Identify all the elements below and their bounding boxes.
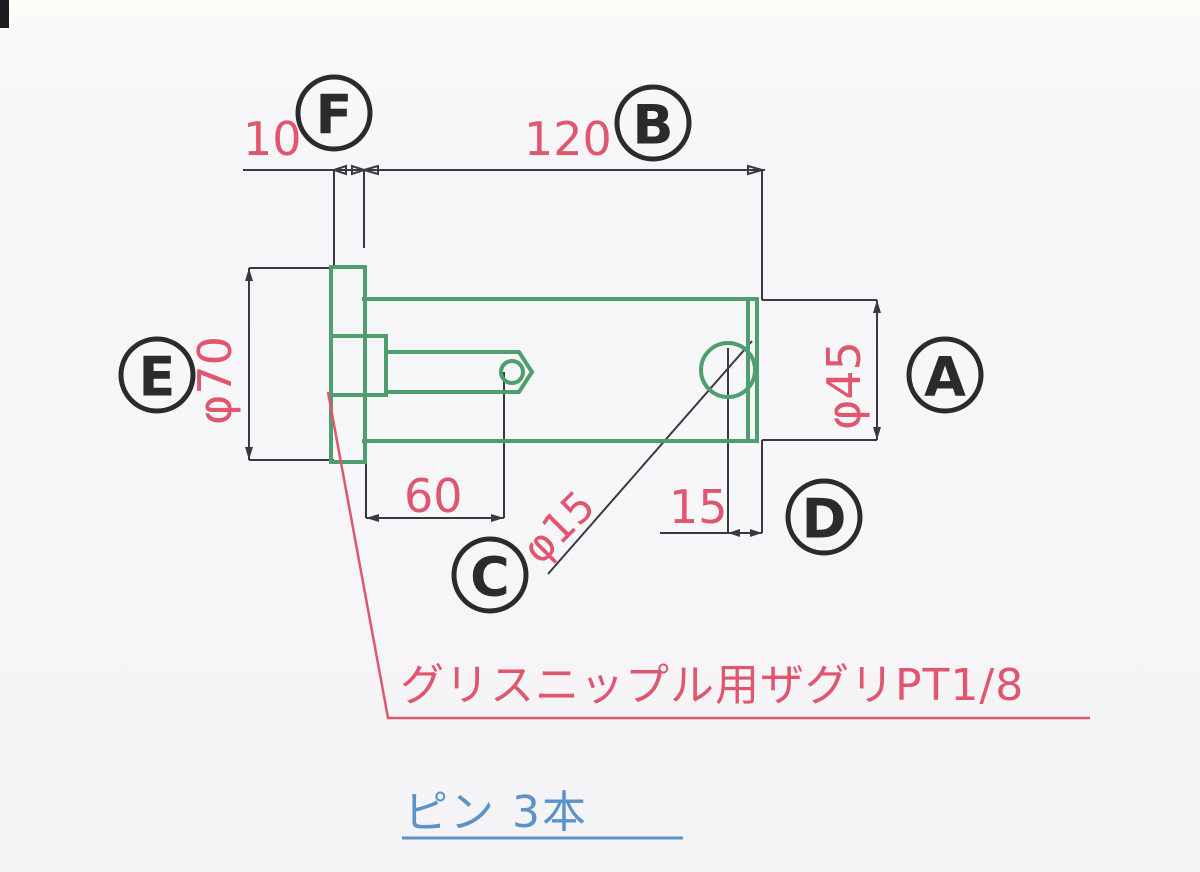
grease-channel-outline [384, 350, 535, 394]
balloon-c-circle [451, 536, 529, 614]
balloon-f[interactable]: F [295, 74, 373, 152]
arrow-phi45-bottom [873, 427, 881, 440]
cross-hole-circle [699, 341, 757, 399]
left-diameter-dimension-group [245, 267, 334, 461]
dim-value-phi70: φ70 [188, 336, 242, 425]
balloon-e-letter: E [139, 346, 176, 409]
balloon-f-letter: F [316, 84, 353, 147]
balloon-c[interactable]: C [451, 536, 529, 614]
pin-part-outline [329, 265, 759, 464]
balloon-a-circle [906, 336, 984, 414]
dim-value-phi45: φ45 [817, 341, 871, 430]
arrow-120-left [360, 164, 379, 176]
counterbore-note-text: グリスニップル用ザグリPT1/8 [400, 660, 1024, 711]
cross-hole-position-dimension-group [660, 348, 763, 537]
balloon-b-circle [614, 84, 692, 162]
balloon-a[interactable]: A [906, 336, 984, 414]
dim-value-10: 10 [243, 112, 302, 166]
dim-value-phi15: φ15 [512, 481, 604, 573]
arrow-15-left [728, 529, 740, 537]
dim-value-120: 120 [524, 112, 612, 166]
arrow-10-left [330, 164, 347, 176]
balloon-e[interactable]: E [118, 336, 196, 414]
arrow-10-right [351, 164, 368, 176]
shank-outline [362, 297, 759, 443]
balloon-e-circle [118, 336, 196, 414]
balloon-b-letter: B [632, 94, 673, 157]
balloon-b[interactable]: B [614, 84, 692, 162]
arrow-phi70-top [245, 268, 253, 281]
top-dimension-group [243, 164, 766, 300]
balloon-d-letter: D [802, 488, 847, 551]
arrow-60-right [491, 514, 504, 522]
balloon-d-circle [785, 478, 863, 556]
dim-value-60: 60 [404, 469, 463, 523]
counterbore-note-leader [326, 391, 1090, 720]
arrow-15-right [750, 529, 762, 537]
bore-depth-dimension-group [365, 372, 505, 522]
balloon-f-circle [295, 74, 373, 152]
balloon-c-letter: C [470, 546, 510, 609]
balloon-d[interactable]: D [785, 478, 863, 556]
arrow-60-left [366, 514, 379, 522]
arrow-phi70-bottom [245, 447, 253, 460]
shank-diameter-dimension-group [762, 299, 881, 441]
scan-top-strip [0, 0, 1200, 14]
dim-value-15: 15 [669, 480, 728, 534]
scan-corner-mark [0, 0, 9, 28]
arrow-120-right [747, 164, 766, 176]
arrow-phi45-top [873, 300, 881, 313]
grease-channel-hole [499, 359, 525, 385]
leader-line-phi15 [547, 340, 753, 575]
counterbore-seat-outline [331, 334, 388, 397]
balloon-a-letter: A [924, 346, 966, 409]
quantity-note-text: ピン 3本 [404, 787, 588, 838]
